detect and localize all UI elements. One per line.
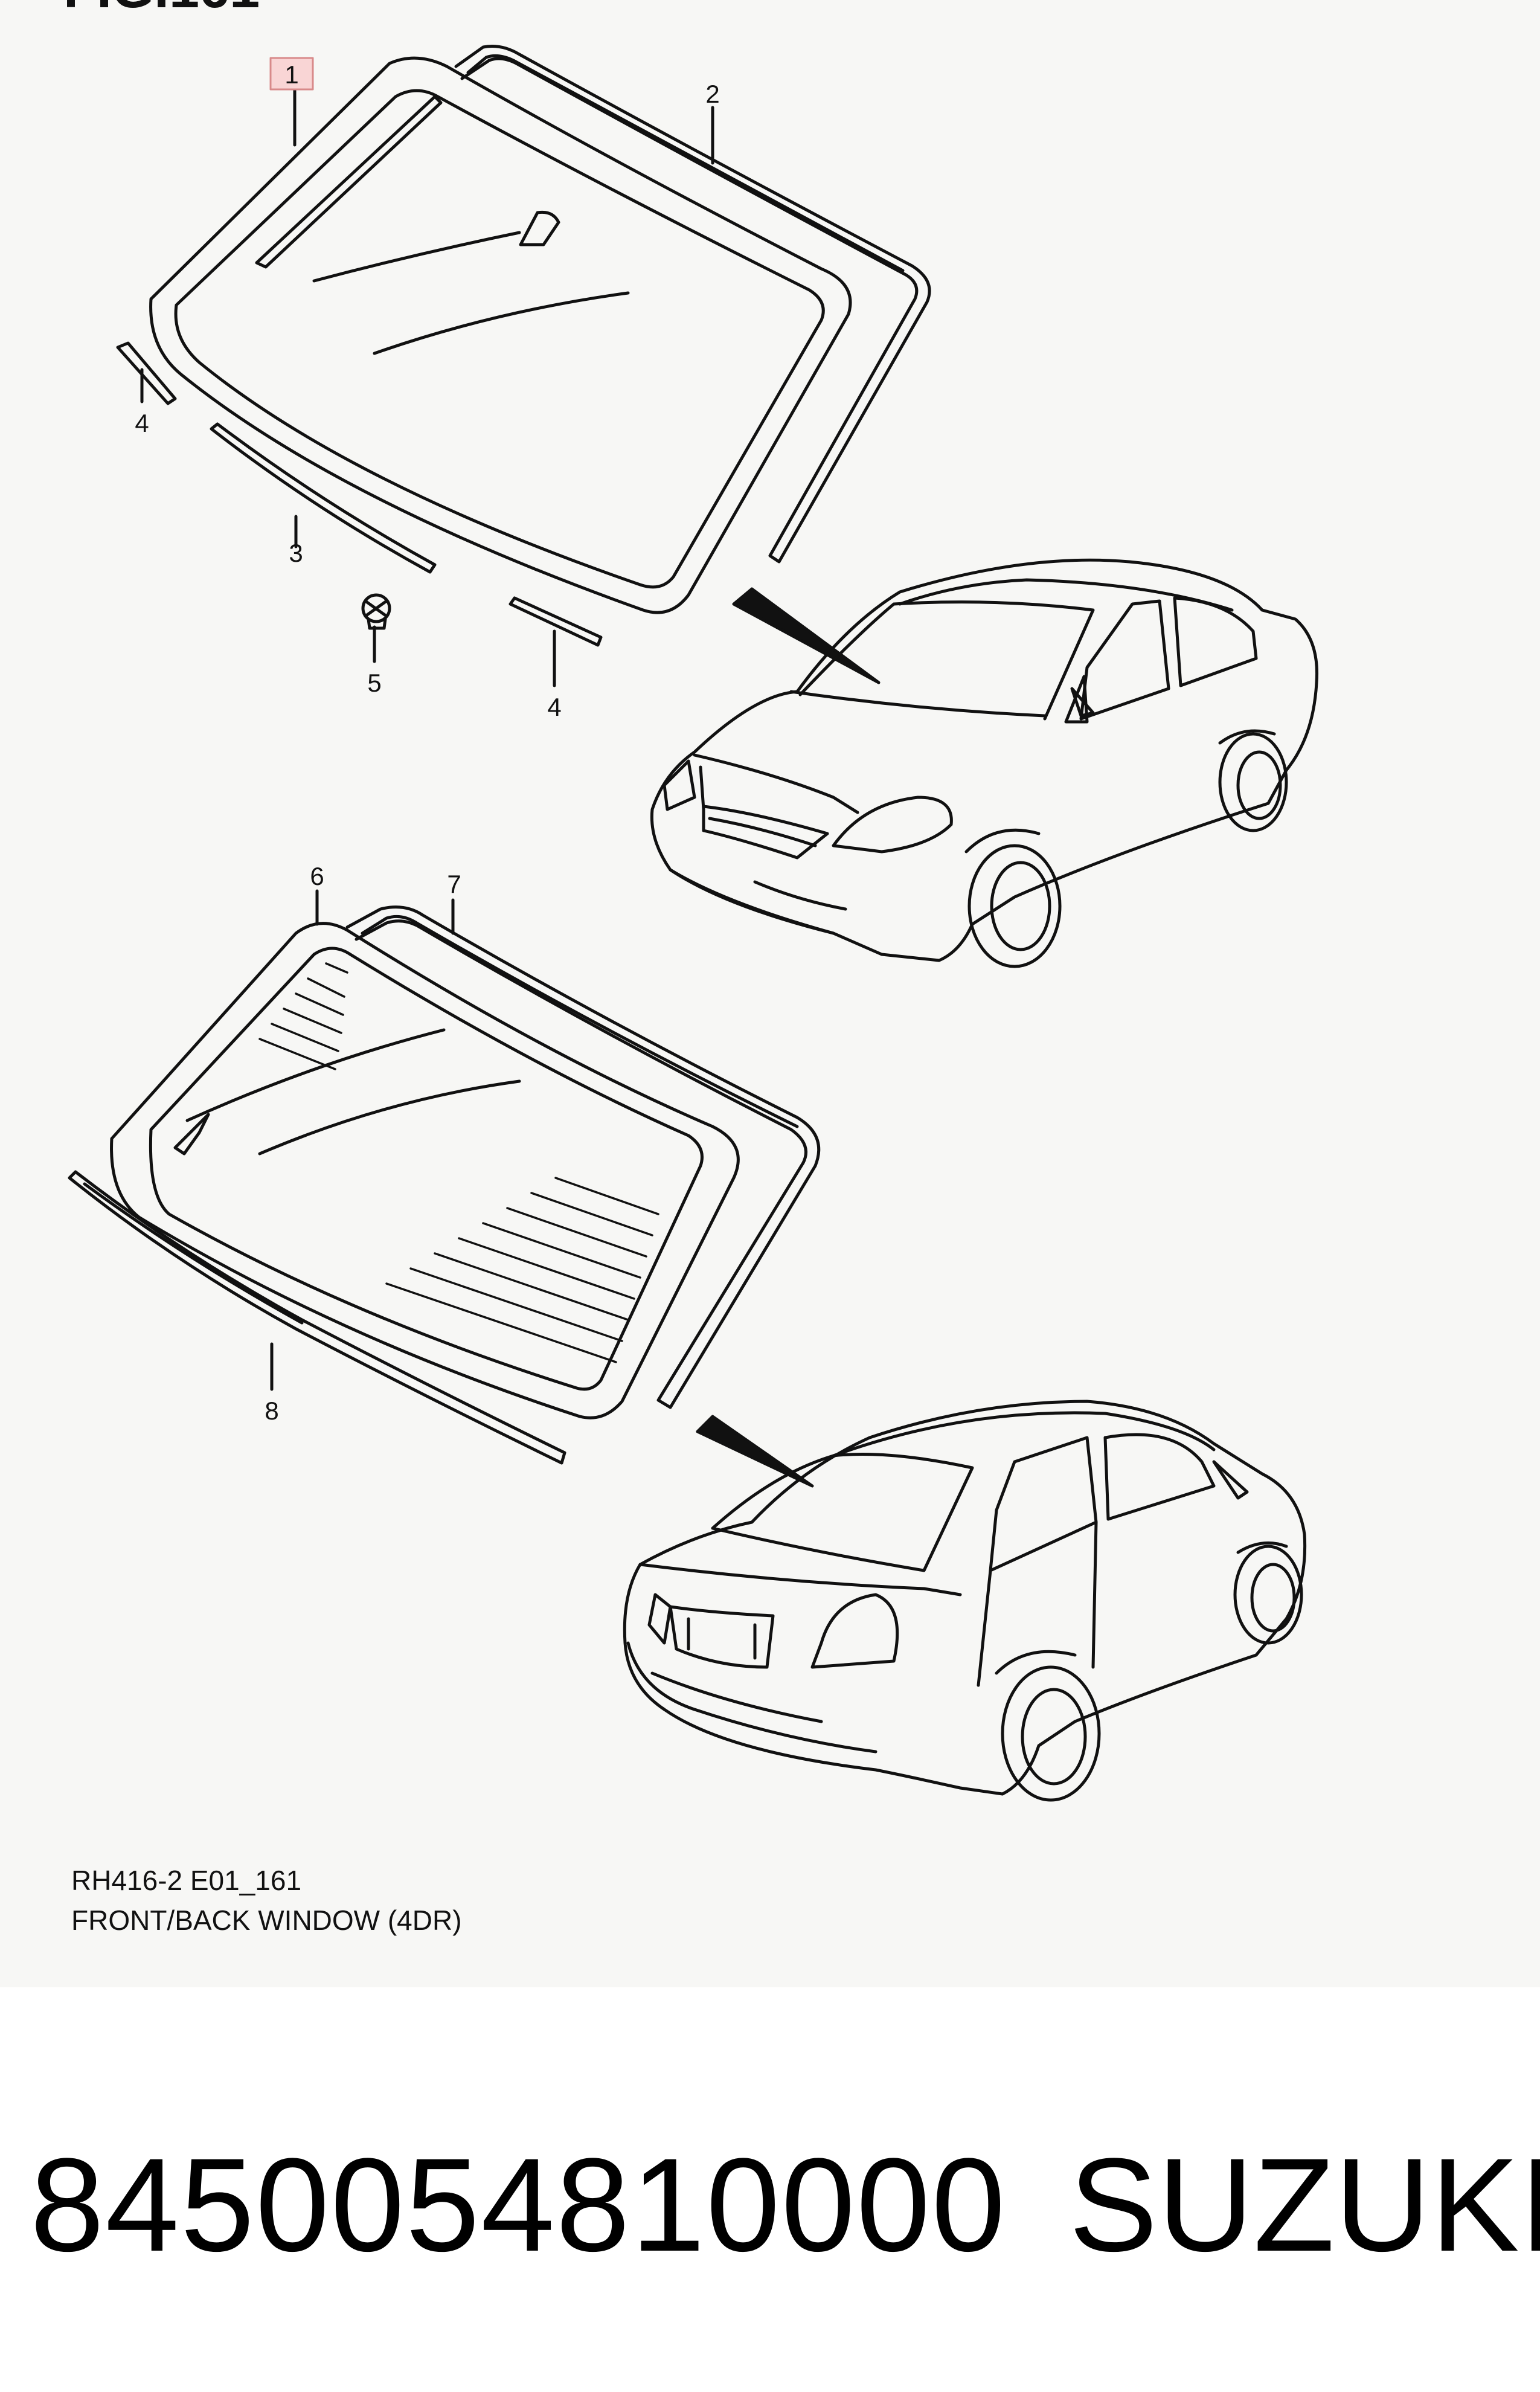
front-lower-moulding	[210, 422, 437, 574]
rear-window-inner-edge	[149, 947, 704, 1391]
callout-3: 3	[289, 539, 303, 567]
callout-1: 1	[284, 60, 298, 89]
callout-5: 5	[367, 669, 381, 697]
front-upper-moulding-inner	[466, 54, 905, 272]
callout-8: 8	[265, 1397, 278, 1425]
rear-lower-moulding	[68, 1170, 566, 1465]
front-side-moulding-left	[116, 341, 177, 405]
rear-lower-moulding-edge	[83, 1182, 304, 1325]
figure-name: FRONT/BACK WINDOW (4DR)	[71, 1905, 462, 1936]
front-windshield-glass	[149, 56, 852, 614]
front-car-illustration	[650, 558, 1319, 968]
parts-diagram: FIG.161	[63, 0, 1319, 1802]
rear-glass-reflection-1	[185, 1028, 446, 1122]
rear-window-glass	[110, 922, 740, 1419]
figure-title: FIG.161	[63, 0, 260, 19]
rear-glass-reflection-2	[258, 1079, 521, 1156]
clip-part	[361, 593, 391, 630]
defroster-lines	[258, 962, 659, 1363]
rear-car-illustration	[623, 1400, 1307, 1802]
callout-4b: 4	[547, 693, 561, 721]
front-side-moulding-right	[509, 596, 603, 647]
rear-window-group	[68, 889, 821, 1465]
callout-6: 6	[310, 862, 324, 890]
front-windshield-group	[116, 45, 931, 687]
callout-2: 2	[705, 80, 719, 108]
figure-code: RH416-2 E01_161	[71, 1865, 302, 1896]
part-number: 8450054810000	[30, 2130, 1007, 2279]
mirror-mount	[519, 210, 560, 246]
figure-caption: RH416-2 E01_161 FRONT/BACK WINDOW (4DR)	[71, 1860, 462, 1940]
glass-top-strip	[255, 95, 443, 269]
product-footer: 8450054810000 SUZUKI	[0, 2078, 1540, 2332]
brand-name: SUZUKI	[1069, 2130, 1540, 2279]
rear-corner-bracket	[173, 1113, 210, 1156]
front-pointer-arrow	[732, 587, 881, 684]
glass-reflection-1	[312, 231, 521, 283]
callout-4a: 4	[135, 409, 149, 437]
parts-diagram-panel: FIG.161	[63, 0, 1319, 1940]
rear-pointer-arrow	[696, 1415, 814, 1488]
rear-weatherstrip-outer	[345, 905, 821, 1409]
front-upper-moulding-outer	[454, 45, 931, 564]
callout-1-highlight	[269, 57, 314, 91]
callout-7: 7	[447, 870, 461, 898]
rear-weatherstrip-inner	[361, 915, 799, 1128]
glass-reflection-2	[373, 291, 630, 355]
front-windshield-inner-edge	[174, 89, 825, 589]
